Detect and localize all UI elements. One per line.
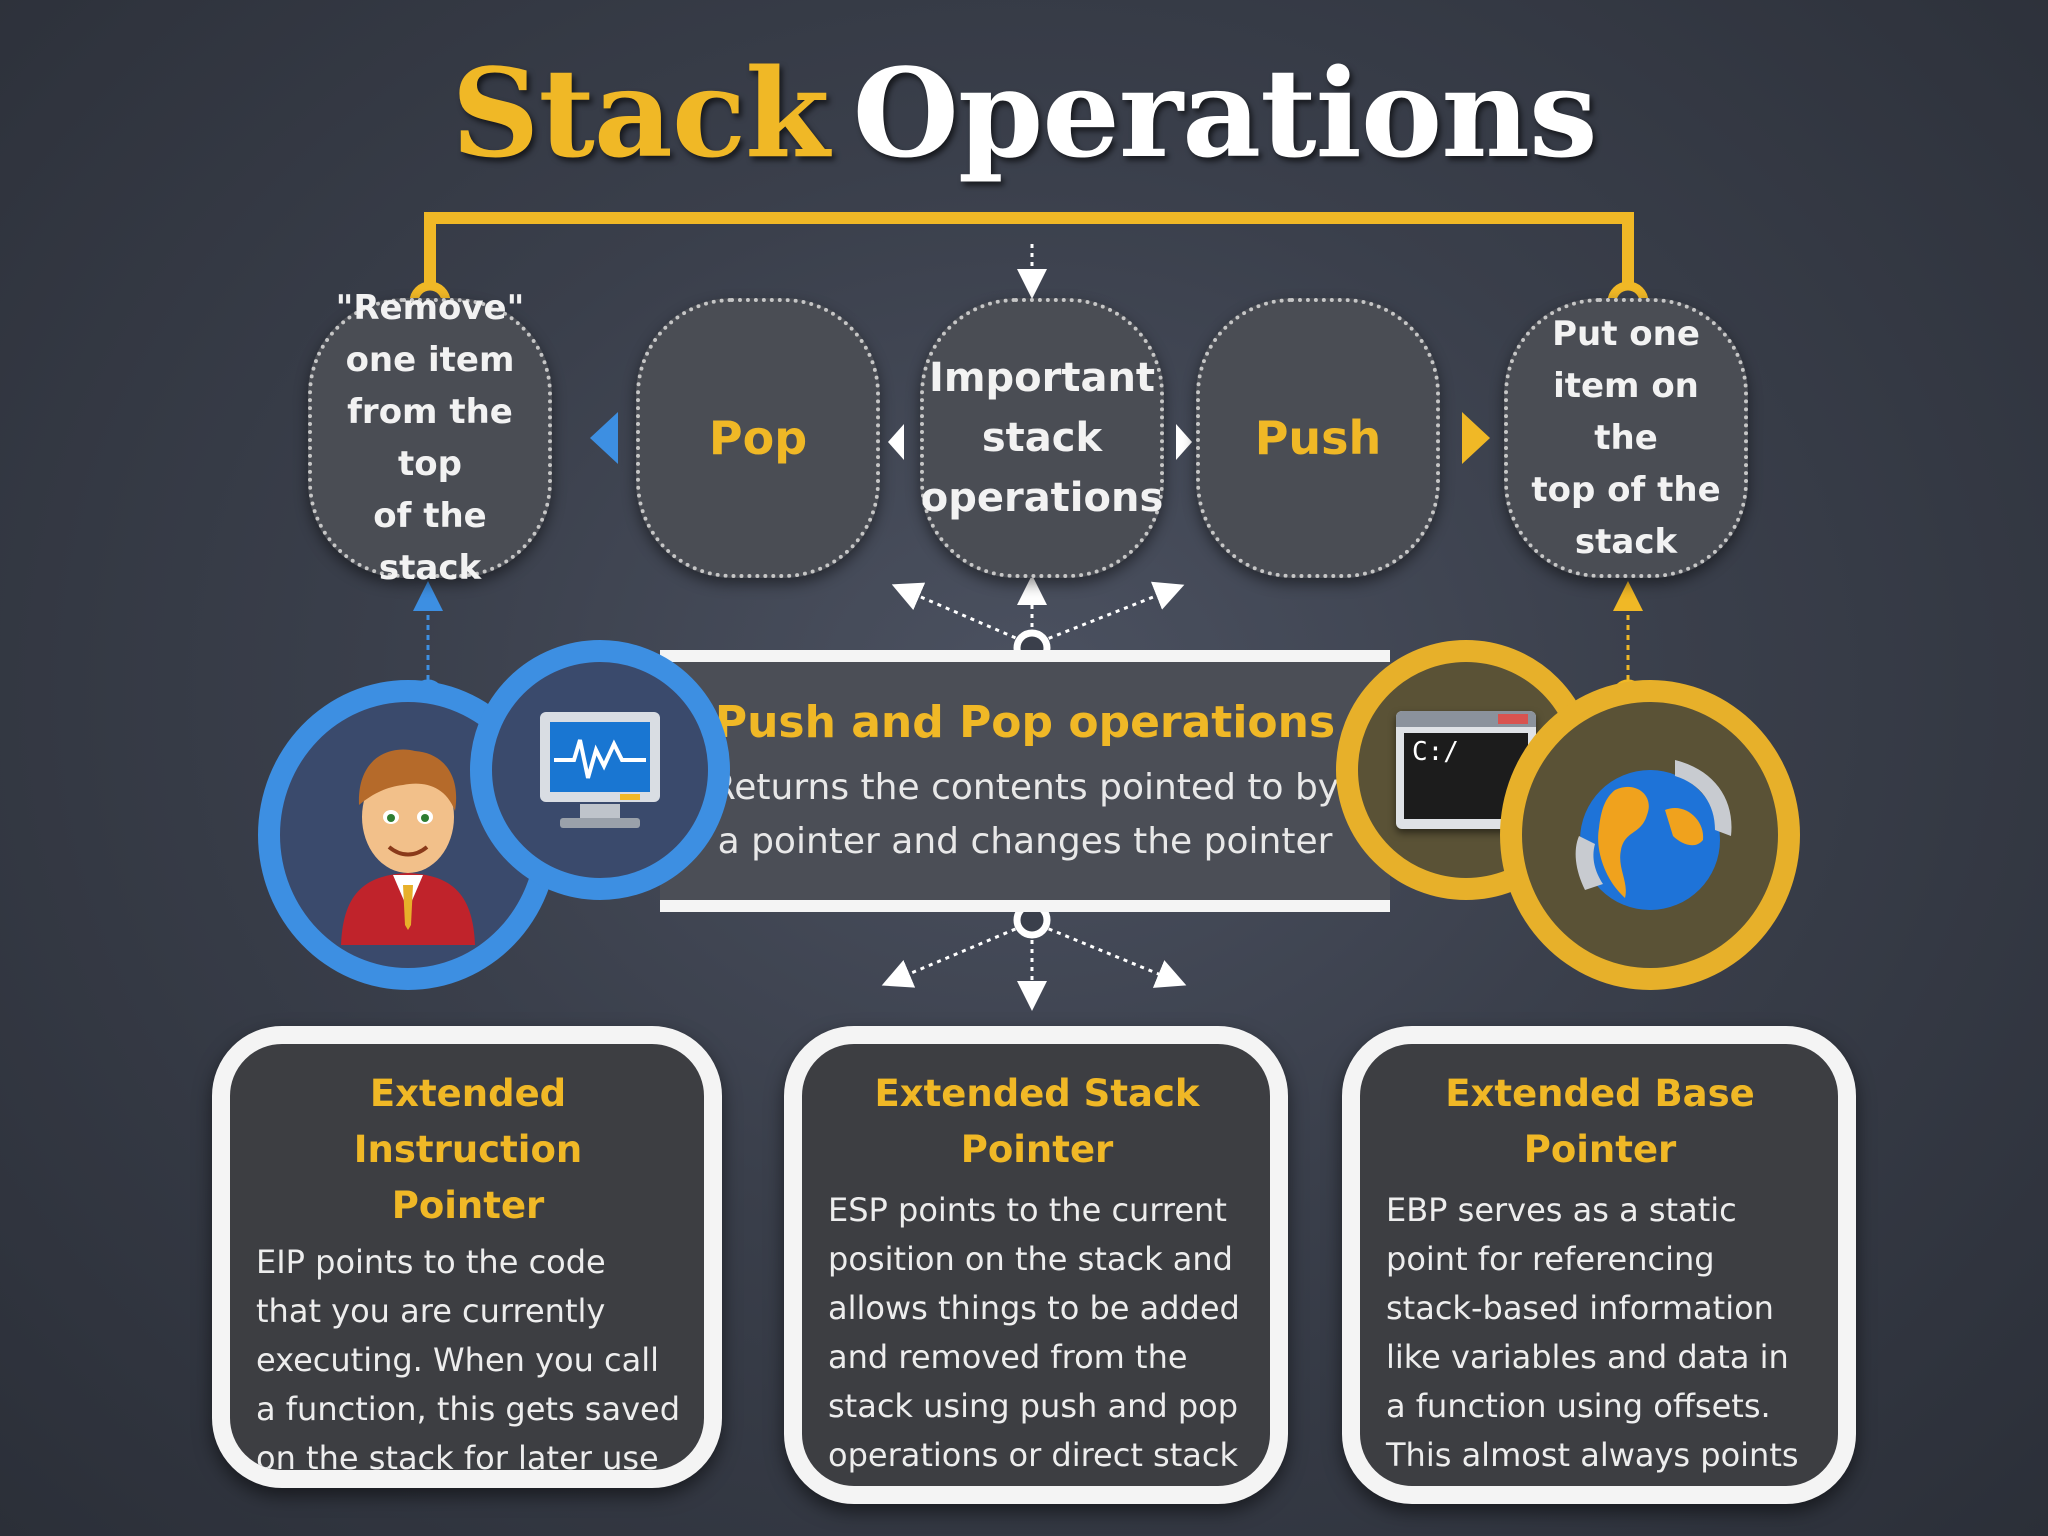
- left-arrow-blue: [590, 412, 618, 464]
- important-line-1: Important: [928, 355, 1156, 401]
- remove-bubble: "Remove" one item from the top of the st…: [308, 288, 552, 588]
- eip-text: EIP points to the code that you are curr…: [256, 1243, 681, 1477]
- monitor-ring: [470, 640, 730, 900]
- esp-box: Extended Stack Pointer ESP points to the…: [784, 1026, 1288, 1504]
- esp-text: ESP points to the current position on th…: [828, 1191, 1240, 1504]
- remove-line-3: from the top: [347, 392, 513, 484]
- eip-box: Extended Instruction Pointer EIP points …: [212, 1026, 722, 1488]
- remove-line-2: one item: [345, 340, 515, 380]
- esp-title: Extended Stack Pointer: [874, 1072, 1200, 1171]
- globe-ring: [1500, 680, 1800, 990]
- ebp-title: Extended Base Pointer: [1445, 1072, 1755, 1171]
- banner-line-2: a pointer and changes the pointer: [717, 821, 1333, 862]
- put-line-3: top of the: [1531, 470, 1721, 510]
- put-line-1: Put one: [1552, 314, 1700, 354]
- banner-description: Returns the contents pointed to by a poi…: [711, 761, 1339, 869]
- put-bubble: Put one item on the top of the stack: [1504, 298, 1748, 578]
- push-pointer-arrow: [1176, 424, 1192, 460]
- push-pop-banner: Push and Pop operations Returns the cont…: [660, 650, 1390, 912]
- important-bubble: Important stack operations: [920, 298, 1164, 578]
- title-accent: Stack: [451, 41, 829, 185]
- put-line-2: item on the: [1553, 366, 1699, 458]
- banner-title: Push and Pop operations: [714, 697, 1336, 748]
- ebp-text: EBP serves as a static point for referen…: [1386, 1191, 1799, 1504]
- banner-line-1: Returns the contents pointed to by: [710, 767, 1340, 808]
- terminal-label: C:/: [1412, 737, 1459, 767]
- top-bracket: [424, 212, 1634, 292]
- title-main: Operations: [852, 41, 1598, 185]
- push-label: Push: [1254, 411, 1382, 465]
- globe-refresh-icon: [1575, 760, 1732, 910]
- pop-pointer-arrow: [888, 424, 904, 460]
- remove-line-1: "Remove": [335, 288, 525, 328]
- eip-title-line-1: Extended Instruction: [353, 1072, 583, 1171]
- important-line-2: stack: [981, 415, 1103, 461]
- monitor-pulse-icon: [540, 712, 660, 828]
- pop-bubble: Pop: [636, 298, 880, 578]
- put-line-4: stack: [1574, 522, 1678, 562]
- eip-title-line-2: Pointer: [391, 1184, 545, 1227]
- push-bubble: Push: [1196, 298, 1440, 578]
- ebp-box: Extended Base Pointer EBP serves as a st…: [1342, 1026, 1856, 1504]
- remove-line-4: of the stack: [373, 496, 487, 588]
- eip-title: Extended Instruction Pointer: [256, 1066, 680, 1234]
- person-avatar-icon: [341, 749, 475, 945]
- pop-label: Pop: [708, 411, 808, 465]
- right-arrow-gold: [1462, 412, 1490, 464]
- important-line-3: operations: [920, 475, 1164, 521]
